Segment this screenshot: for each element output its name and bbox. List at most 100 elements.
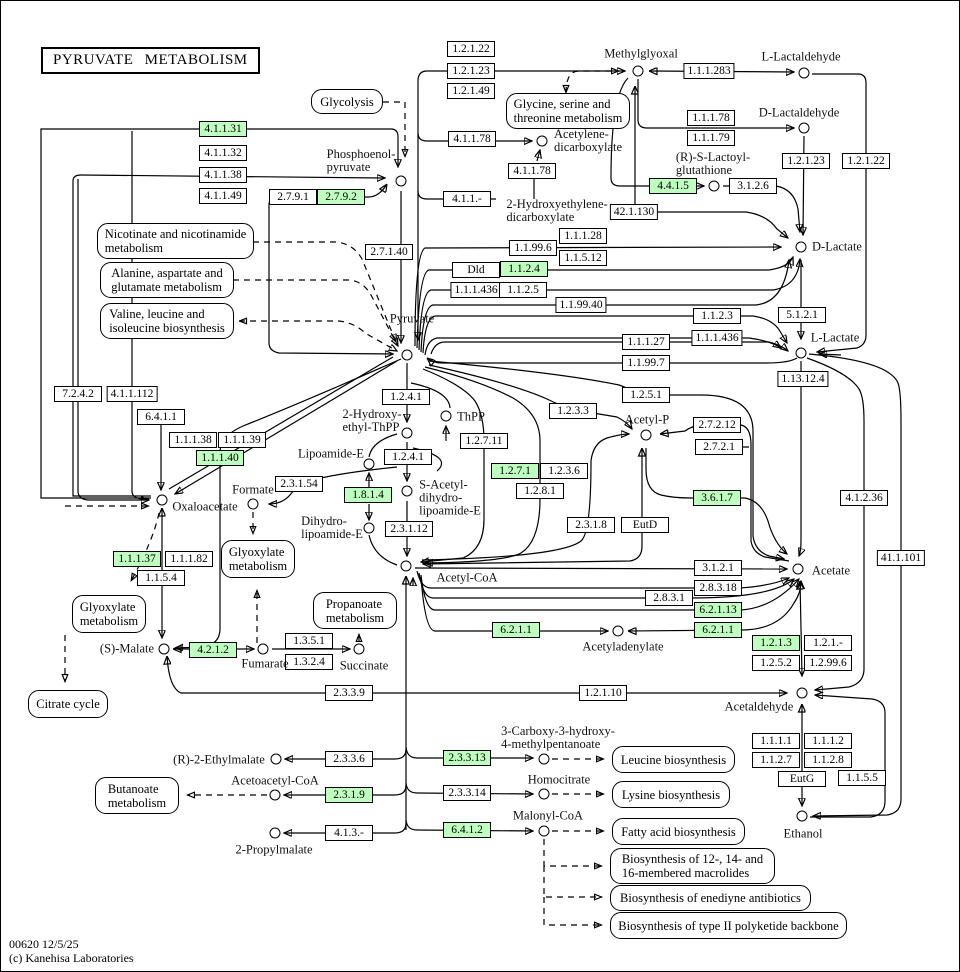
enzyme-box-1-2-3-6[interactable]: 1.2.3.6 [540, 463, 588, 479]
enzyme-box-1-2-5-2[interactable]: 1.2.5.2 [752, 655, 800, 671]
compound-node-lipoamide-e[interactable] [363, 458, 375, 470]
compound-node-2-hydroxy[interactable] [401, 427, 413, 439]
enzyme-box-1-1-1-39[interactable]: 1.1.1.39 [218, 432, 266, 448]
pathway-link-biosynthesis-of-12-14-and[interactable]: Biosynthesis of 12-, 14- and 16-membered… [610, 848, 775, 884]
enzyme-box-41-1-101[interactable]: 41.1.101 [876, 550, 926, 566]
enzyme-box-1-1-5-4[interactable]: 1.1.5.4 [137, 570, 185, 586]
pathway-link-glycolysis[interactable]: Glycolysis [311, 89, 383, 114]
enzyme-box-1-3-5-1[interactable]: 1.3.5.1 [285, 633, 333, 649]
compound-node-d-lactate[interactable] [795, 241, 807, 253]
compound-node-acetyladenylate[interactable] [612, 625, 624, 637]
enzyme-box-2-3-3-14[interactable]: 2.3.3.14 [443, 785, 491, 801]
enzyme-box-eutg[interactable]: EutG [778, 771, 826, 787]
enzyme-box-1-1-2-8[interactable]: 1.1.2.8 [804, 752, 852, 768]
enzyme-box-1-1-99-40[interactable]: 1.1.99.40 [555, 297, 607, 313]
compound-node-r-2-ethylmalate[interactable] [270, 753, 282, 765]
enzyme-box-3-1-2-6[interactable]: 3.1.2.6 [729, 178, 777, 194]
pathway-link-valine-leucine-and[interactable]: Valine, leucine and isoleucine biosynthe… [100, 303, 234, 339]
compound-node-succinate[interactable] [353, 643, 365, 655]
enzyme-box-3-6-1-7[interactable]: 3.6.1.7 [693, 490, 741, 506]
enzyme-box-2-3-3-6[interactable]: 2.3.3.6 [325, 751, 373, 767]
enzyme-box-4-1-3[interactable]: 4.1.3.- [325, 825, 373, 841]
enzyme-box-1-8-1-4[interactable]: 1.8.1.4 [344, 487, 392, 503]
compound-node-2-propylmalate[interactable] [269, 827, 281, 839]
enzyme-box-3-1-2-1[interactable]: 3.1.2.1 [694, 560, 742, 576]
enzyme-box-1-1-5-12[interactable]: 1.1.5.12 [559, 250, 607, 266]
enzyme-box-1-2-1-10[interactable]: 1.2.1.10 [579, 685, 627, 701]
enzyme-box-1-2-4-1[interactable]: 1.2.4.1 [382, 389, 430, 405]
compound-node-l-lactaldehyde[interactable] [798, 67, 810, 79]
enzyme-box-1-1-2-7[interactable]: 1.1.2.7 [752, 752, 800, 768]
enzyme-box-2-8-3-1[interactable]: 2.8.3.1 [645, 590, 693, 606]
enzyme-box-7-2-4-2[interactable]: 7.2.4.2 [54, 386, 102, 402]
compound-node-phosphoenol[interactable] [395, 175, 407, 187]
enzyme-box-1-1-1-78[interactable]: 1.1.1.78 [687, 110, 735, 126]
pathway-link-citrate-cycle[interactable]: Citrate cycle [28, 690, 108, 718]
pathway-link-propanoate[interactable]: Propanoate metabolism [313, 592, 397, 629]
enzyme-box-2-3-3-9[interactable]: 2.3.3.9 [325, 685, 373, 701]
pathway-link-glyoxylate[interactable]: Glyoxylate metabolism [72, 595, 146, 633]
enzyme-box-1-2-3-3[interactable]: 1.2.3.3 [549, 403, 597, 419]
compound-node-formate[interactable] [247, 498, 259, 510]
enzyme-box-1-1-1-28[interactable]: 1.1.1.28 [559, 228, 607, 244]
enzyme-box-1-2-1-22[interactable]: 1.2.1.22 [842, 153, 890, 169]
compound-node-3-carboxy-3-hydroxy[interactable] [538, 753, 550, 765]
enzyme-box-5-1-2-1[interactable]: 5.1.2.1 [778, 307, 826, 323]
enzyme-box-6-4-1-2[interactable]: 6.4.1.2 [443, 822, 491, 838]
compound-node-l-lactate[interactable] [795, 347, 807, 359]
enzyme-box-2-7-1-40[interactable]: 2.7.1.40 [365, 244, 413, 260]
enzyme-box-4-1-1-31[interactable]: 4.1.1.31 [199, 121, 247, 137]
enzyme-box-1-2-1[interactable]: 1.2.1.- [804, 635, 852, 651]
enzyme-box-1-13-12-4[interactable]: 1.13.12.4 [777, 371, 829, 387]
enzyme-box-2-7-9-1[interactable]: 2.7.9.1 [269, 189, 317, 205]
compound-node-acetyl-p[interactable] [640, 429, 652, 441]
compound-node-ethanol[interactable] [796, 810, 808, 822]
enzyme-box-1-1-1-40[interactable]: 1.1.1.40 [196, 450, 244, 466]
enzyme-box-dld[interactable]: Dld [452, 262, 500, 278]
enzyme-box-2-3-1-12[interactable]: 2.3.1.12 [385, 521, 433, 537]
enzyme-box-1-2-7-1[interactable]: 1.2.7.1 [491, 463, 539, 479]
enzyme-box-4-1-1-78[interactable]: 4.1.1.78 [508, 163, 556, 179]
pathway-link-nicotinate-and-nicotinamide[interactable]: Nicotinate and nicotinamide metabolism [97, 223, 254, 259]
enzyme-box-4-1-1-49[interactable]: 4.1.1.49 [199, 188, 247, 204]
compound-node-s-malate[interactable] [158, 643, 170, 655]
enzyme-box-2-3-1-9[interactable]: 2.3.1.9 [325, 787, 373, 803]
enzyme-box-1-1-1-1[interactable]: 1.1.1.1 [752, 733, 800, 749]
enzyme-box-1-2-8-1[interactable]: 1.2.8.1 [516, 483, 564, 499]
enzyme-box-1-1-1-37[interactable]: 1.1.1.37 [113, 551, 161, 567]
compound-node-acetaldehyde[interactable] [796, 687, 808, 699]
enzyme-box-1-1-1-82[interactable]: 1.1.1.82 [165, 551, 213, 567]
compound-node-methylglyoxal[interactable] [632, 65, 644, 77]
pathway-link-glyoxylate[interactable]: Glyoxylate metabolism [221, 540, 295, 578]
enzyme-box-6-2-1-1[interactable]: 6.2.1.1 [694, 622, 742, 638]
enzyme-box-4-1-1-112[interactable]: 4.1.1.112 [106, 386, 158, 402]
compound-node-malonyl-coa[interactable] [538, 825, 550, 837]
enzyme-box-2-3-3-13[interactable]: 2.3.3.13 [443, 750, 491, 766]
enzyme-box-1-1-1-436[interactable]: 1.1.1.436 [450, 282, 502, 298]
enzyme-box-1-2-5-1[interactable]: 1.2.5.1 [622, 387, 670, 403]
enzyme-box-eutd[interactable]: EutD [621, 517, 669, 533]
enzyme-box-4-1-1[interactable]: 4.1.1.- [443, 191, 491, 207]
compound-node-s-acetyl[interactable] [401, 485, 413, 497]
enzyme-box-42-1-130[interactable]: 42.1.130 [609, 204, 659, 220]
enzyme-box-6-4-1-1[interactable]: 6.4.1.1 [137, 409, 185, 425]
enzyme-box-1-1-1-2[interactable]: 1.1.1.2 [804, 733, 852, 749]
compound-node-d-lactaldehyde[interactable] [798, 122, 810, 134]
enzyme-box-1-1-1-79[interactable]: 1.1.1.79 [687, 130, 735, 146]
enzyme-box-1-2-1-23[interactable]: 1.2.1.23 [447, 63, 495, 79]
compound-node-thpp[interactable] [440, 410, 452, 422]
compound-node-fumarate[interactable] [257, 643, 269, 655]
enzyme-box-1-1-99-7[interactable]: 1.1.99.7 [622, 355, 670, 371]
compound-node-r-s-lactoyl[interactable] [708, 180, 720, 192]
enzyme-box-2-8-3-18[interactable]: 2.8.3.18 [694, 580, 742, 596]
enzyme-box-2-3-1-54[interactable]: 2.3.1.54 [275, 476, 323, 492]
pathway-link-biosynthesis-of-enediyne-antibiotics[interactable]: Biosynthesis of enediyne antibiotics [610, 885, 811, 911]
pathway-link-glycine-serine-and[interactable]: Glycine, serine and threonine metabolism [506, 93, 630, 129]
compound-node-acetylene[interactable] [536, 135, 548, 147]
enzyme-box-1-1-5-5[interactable]: 1.1.5.5 [838, 770, 886, 786]
enzyme-box-1-2-1-22[interactable]: 1.2.1.22 [447, 41, 495, 57]
enzyme-box-6-2-1-1[interactable]: 6.2.1.1 [492, 622, 540, 638]
compound-node-homocitrate[interactable] [538, 788, 550, 800]
compound-node-dihydro[interactable] [363, 522, 375, 534]
enzyme-box-2-7-2-12[interactable]: 2.7.2.12 [693, 417, 741, 433]
